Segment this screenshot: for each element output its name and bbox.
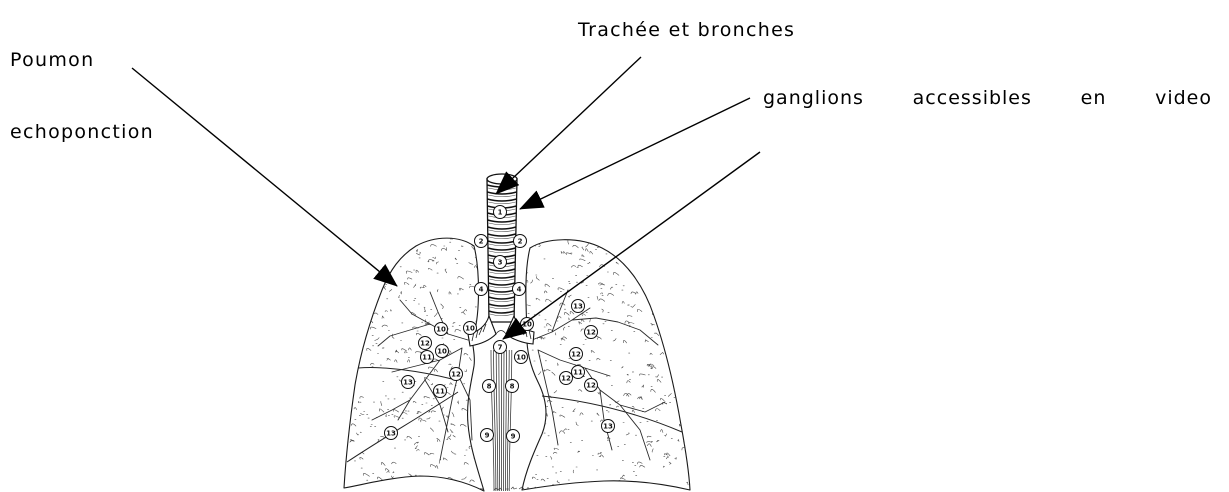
lymph-node-station: 9 [481,429,494,442]
lymph-node-station: 13 [385,427,398,440]
lymph-node-number: 12 [420,340,430,348]
lymph-node-station: 12 [450,368,463,381]
lymph-node-station: 10 [435,323,448,336]
trachea [487,174,517,322]
lymph-node-station: 11 [421,351,434,364]
lymph-node-number: 13 [603,423,613,431]
mediastinal-bundle [491,350,512,491]
lymph-node-number: 7 [498,344,503,352]
lymph-node-number: 13 [573,303,583,311]
lymph-node-number: 9 [511,433,516,441]
lymph-node-station: 13 [572,300,585,313]
lymph-node-station: 9 [507,430,520,443]
lymph-node-number: 10 [436,326,446,334]
label-echoponction: echoponction [10,121,154,143]
right-lung [515,233,698,492]
lymph-node-station: 3 [494,256,507,269]
label-trachee-bronches: Trachée et bronches [578,19,795,41]
arrow-poumon [132,68,397,286]
lymph-node-number: 11 [422,354,432,362]
lymph-node-number: 12 [586,382,596,390]
label-ganglions: ganglions accessibles en video [763,87,1212,109]
lymph-node-number: 12 [451,371,461,379]
lymph-node-number: 1 [498,209,503,217]
lymph-node-number: 13 [386,430,396,438]
lymph-node-station: 11 [434,385,447,398]
lymph-node-station: 8 [483,380,496,393]
lymph-node-station: 13 [602,420,615,433]
lymph-node-station: 10 [436,345,449,358]
lymph-node-number: 13 [403,379,413,387]
lymph-node-station: 12 [560,372,573,385]
lymph-node-station: 13 [402,376,415,389]
lymph-node-station: 10 [464,322,477,335]
lymph-node-number: 4 [479,286,484,294]
arrow-trachee-bronches [496,57,641,194]
lymph-node-number: 8 [487,383,492,391]
lymph-node-station: 11 [572,366,585,379]
lymph-node-number: 3 [498,259,503,267]
lymph-node-number: 12 [571,351,581,359]
lymph-node-number: 10 [516,354,526,362]
lymph-node-station: 12 [585,326,598,339]
lymph-node-station: 12 [570,348,583,361]
label-poumon: Poumon [10,49,94,71]
lymph-node-station: 7 [494,341,507,354]
lymph-node-station: 2 [514,235,527,248]
lymph-node-number: 10 [437,348,447,356]
lymph-node-number: 2 [518,238,523,246]
lymph-node-station: 4 [513,283,526,296]
arrow-ganglions-upper [520,98,750,209]
lymph-node-station: 2 [475,235,488,248]
lymph-node-station: 12 [419,337,432,350]
lymph-node-number: 11 [573,369,583,377]
lymph-node-number: 12 [586,329,596,337]
lymph-node-number: 8 [510,383,515,391]
lymph-node-number: 4 [517,286,522,294]
lymph-node-station: 12 [585,379,598,392]
lymph-node-number: 12 [561,375,571,383]
lymph-node-number: 11 [435,388,445,396]
left-lung-outline [344,238,484,491]
carina [496,331,506,335]
right-lung-outline [522,240,690,490]
lymph-node-station: 8 [506,380,519,393]
left-lung [340,229,493,492]
lymph-node-number: 2 [479,238,484,246]
lymph-node-number: 9 [485,432,490,440]
lymph-node-station: 1 [494,206,507,219]
lymph-node-station: 4 [475,283,488,296]
lymph-node-station: 10 [515,351,528,364]
lymph-node-number: 10 [465,325,475,333]
